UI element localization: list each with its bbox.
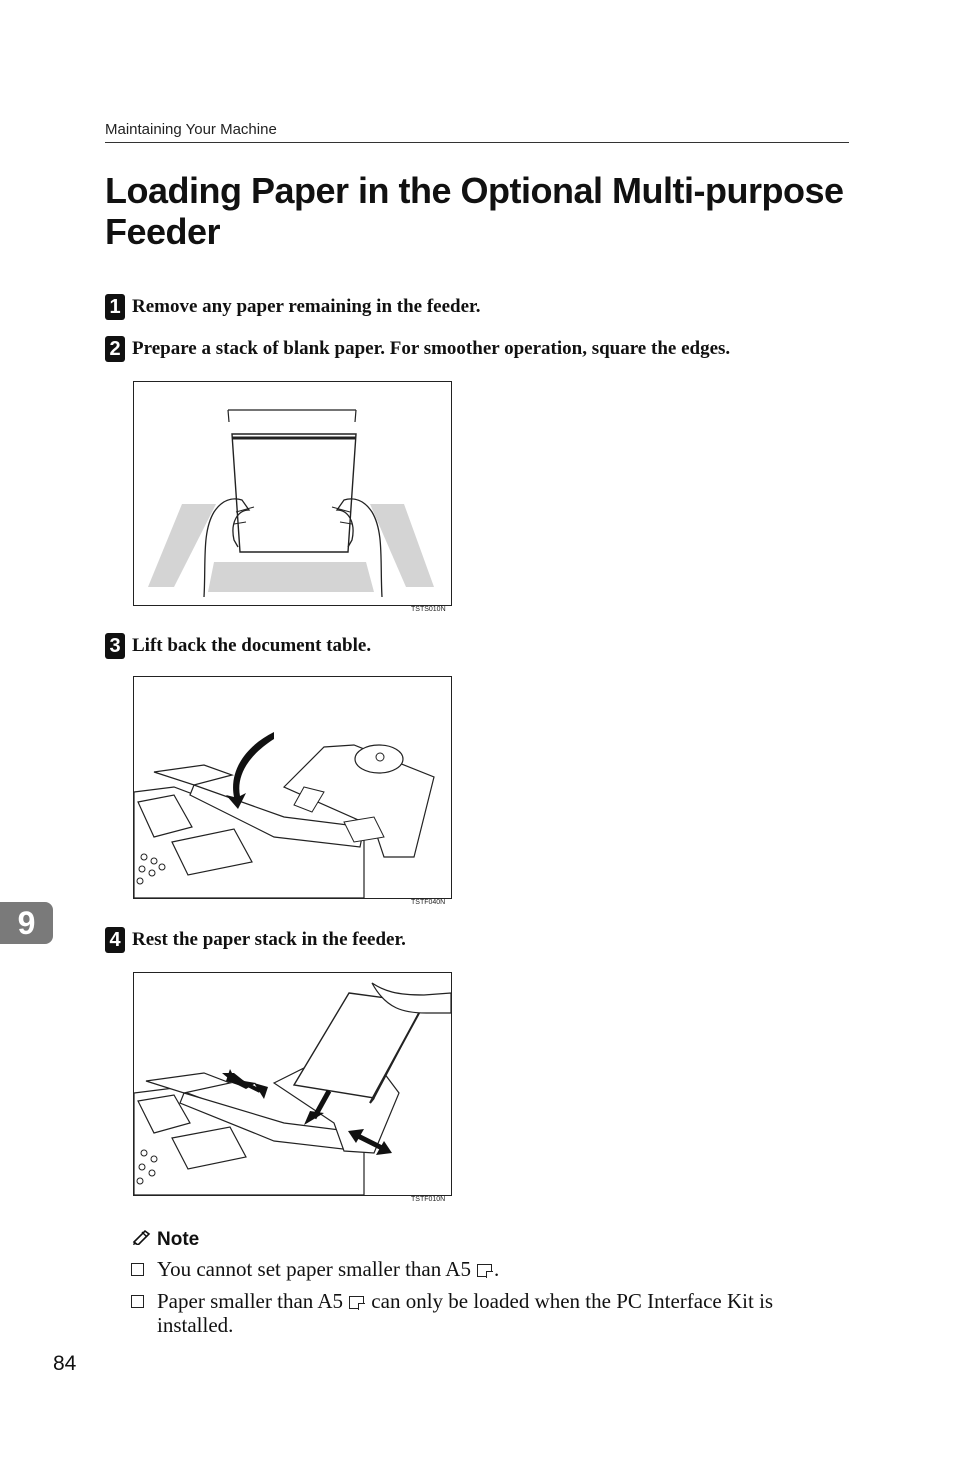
figure-paper-stack [133,381,452,606]
fax-machine-illustration [134,732,435,898]
step-1: 1 Remove any paper remaining in the feed… [105,294,481,320]
page-number: 84 [53,1352,77,1375]
note-text: Paper smaller than A5 [157,1289,344,1313]
step-number: 2 [105,336,125,362]
running-header: Maintaining Your Machine [105,121,277,138]
note-item-2: Paper smaller than A5 can only be loaded… [131,1289,851,1337]
pencil-icon [131,1229,153,1251]
checkbox-bullet-icon [131,1295,144,1308]
step-number: 4 [105,927,125,953]
figure-code: TSTS010N [411,606,446,613]
step-text: Remove any paper remaining in the feeder… [132,296,481,317]
page-title: Loading Paper in the Optional Multi-purp… [105,170,844,252]
figure-feeder-loading [133,972,452,1196]
note-text: You cannot set paper smaller than A5 [157,1257,471,1281]
note-text-end: can only be loaded when the PC Interface… [157,1289,774,1337]
note-label: Note [157,1229,200,1250]
step-number: 1 [105,294,125,320]
figure-document-table [133,676,452,899]
step-text: Prepare a stack of blank paper. For smoo… [132,338,731,359]
step-3: 3 Lift back the document table. [105,633,371,659]
paper-orientation-icon [349,1296,366,1310]
checkbox-bullet-icon [131,1263,144,1276]
step-text: Lift back the document table. [132,635,372,656]
note-item-1: You cannot set paper smaller than A5. [131,1257,851,1281]
step-4: 4 Rest the paper stack in the feeder. [105,927,406,953]
chapter-tab: 9 [0,902,53,944]
paper-orientation-icon [476,1264,493,1278]
note-text-end: . [493,1257,500,1281]
step-text: Rest the paper stack in the feeder. [132,929,406,950]
feeder-loading-illustration [134,982,451,1195]
figure-code: TSTF010N [411,1196,446,1203]
note-heading: Note [131,1229,199,1251]
paper-stack-illustration [148,409,434,598]
header-rule [105,142,849,143]
figure-code: TSTF040N [411,899,446,906]
step-2: 2 Prepare a stack of blank paper. For sm… [105,336,730,362]
step-number: 3 [105,633,125,659]
